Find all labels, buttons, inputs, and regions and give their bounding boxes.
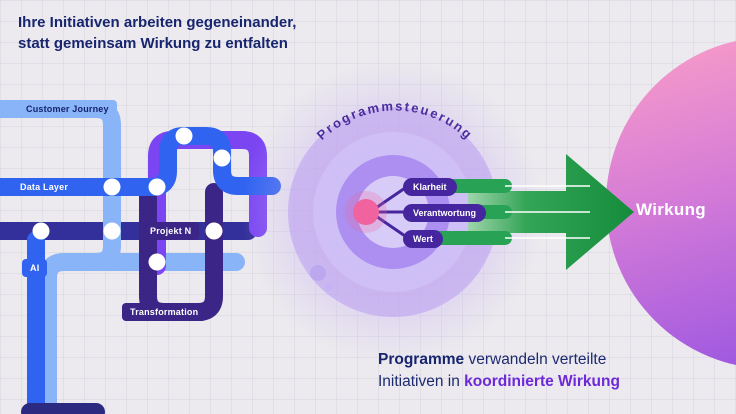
pipe-label-ai: AI: [22, 259, 48, 277]
impact-label: Wirkung: [636, 200, 706, 219]
footer-line2-start: Initiativen in: [378, 373, 465, 390]
hub-pill-klarheit: Klarheit: [403, 178, 457, 196]
headline: Ihre Initiativen arbeiten gegeneinander,…: [18, 12, 296, 54]
hub-pill-wert: Wert: [403, 230, 443, 248]
footer-line2: Initiativen in koordinierte Wirkung: [378, 371, 718, 393]
deco-dot-2: [324, 282, 334, 292]
hub-center-dot: [353, 199, 379, 225]
footer-highlight: koordinierte Wirkung: [464, 373, 620, 390]
impact-sphere: [606, 40, 736, 366]
joint-dots: [32, 127, 231, 271]
footer-claim: Programme verwandeln verteilte Initiativ…: [378, 349, 718, 393]
pill-tail-lines: [505, 185, 590, 239]
footer-lead: Programme: [378, 351, 465, 368]
footer-line1-rest: verwandeln verteilte: [464, 351, 607, 368]
deco-dot-1: [310, 265, 326, 281]
pipe-label-transformation: Transformation: [122, 303, 207, 321]
pipe-label-data-layer: Data Layer: [12, 178, 77, 196]
pipe-data-layer: [0, 127, 281, 196]
headline-line2: statt gemeinsam Wirkung zu entfalten: [18, 35, 288, 52]
headline-line1: Ihre Initiativen arbeiten gegeneinander,: [18, 14, 297, 31]
footer-line1: Programme verwandeln verteilte: [378, 349, 718, 371]
pipe-label-projekt-n: Projekt N: [142, 222, 200, 240]
hub-pill-verantwortung: Verantwortung: [403, 204, 487, 222]
pipe-label-customer-journey: Customer Journey: [18, 100, 117, 118]
